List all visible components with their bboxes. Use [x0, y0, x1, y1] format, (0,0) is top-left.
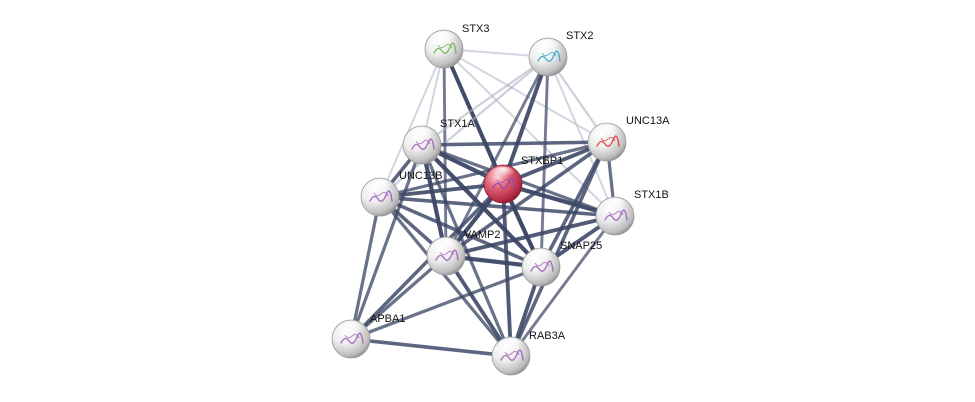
node-apba1[interactable]: APBA1 [331, 313, 405, 359]
protein-structure-icon [411, 138, 435, 150]
edge-stx1a-apba1[interactable] [349, 143, 424, 341]
node-highlight [432, 31, 456, 46]
node-highlight [368, 179, 392, 194]
edge-vamp2-apba1[interactable] [349, 254, 448, 341]
node-highlight [434, 238, 458, 253]
protein-structure-icon-detail [504, 350, 520, 356]
node-label-unc13b: UNC13B [399, 170, 442, 182]
node-highlight [529, 249, 553, 264]
edge-unc13b-stx1b[interactable] [378, 195, 617, 218]
node-stx3[interactable]: STX3 [424, 23, 490, 69]
protein-structure-icon [492, 177, 516, 189]
node-label-vamp2: VAMP2 [464, 229, 500, 241]
edge-apba1-rab3a[interactable] [349, 337, 513, 358]
edge-stxbp1-stx1b[interactable] [500, 181, 618, 219]
node-label-rab3a: RAB3A [529, 330, 566, 342]
protein-structure-icon [340, 332, 364, 344]
node-unc13a[interactable]: UNC13A [587, 115, 670, 162]
edge-snap25-apba1[interactable] [349, 265, 543, 341]
edge-stx3-unc13a[interactable] [443, 48, 608, 143]
node-label-snap25: SNAP25 [560, 240, 602, 252]
edge-stxbp1-apba1[interactable] [349, 182, 505, 341]
protein-structure-icon-detail [496, 178, 512, 184]
node-highlight [595, 124, 619, 139]
edge-unc13a-rab3a[interactable] [509, 140, 609, 358]
node-highlight [603, 198, 627, 213]
edge-unc13b-rab3a[interactable] [378, 195, 513, 358]
node-label-stx3: STX3 [462, 23, 490, 35]
protein-structure-icon-detail [608, 210, 624, 216]
edge-stx1b-rab3a[interactable] [509, 214, 617, 358]
node-highlight [499, 338, 523, 353]
edge-unc13b-apba1[interactable] [349, 195, 382, 341]
node-stxbp1[interactable]: STXBP1 [483, 155, 563, 204]
edge-unc13b-stxbp1[interactable] [378, 182, 505, 199]
protein-structure-icon [530, 260, 554, 272]
node-snap25[interactable]: SNAP25 [521, 240, 602, 287]
node-vamp2[interactable]: VAMP2 [426, 229, 500, 276]
edge-stx1a-unc13a[interactable] [420, 140, 609, 147]
protein-structure-icon [537, 50, 561, 62]
edge-stxbp1-rab3a[interactable] [501, 182, 513, 358]
node-highlight [536, 39, 560, 54]
node-label-apba1: APBA1 [370, 313, 405, 325]
edge-stx2-stx1a[interactable] [420, 55, 550, 147]
protein-structure-icon-detail [437, 43, 453, 49]
node-stx1a[interactable]: STX1A [402, 118, 476, 165]
protein-structure-icon-detail [600, 136, 616, 142]
edge-stx3-unc13b[interactable] [379, 48, 445, 198]
protein-structure-icon [435, 249, 459, 261]
node-highlight [339, 321, 363, 336]
protein-structure-icon-detail [373, 191, 389, 197]
protein-structure-icon-detail [534, 261, 550, 267]
edge-stx1b-vamp2[interactable] [444, 214, 617, 258]
edge-stx2-unc13b[interactable] [378, 55, 550, 199]
edge-vamp2-rab3a[interactable] [444, 254, 513, 358]
edge-unc13b-snap25[interactable] [378, 195, 543, 269]
node-highlight [410, 127, 434, 142]
node-label-stx2: STX2 [566, 30, 594, 42]
node-label-unc13a: UNC13A [626, 115, 670, 127]
node-label-stxbp1: STXBP1 [521, 155, 563, 167]
edge-stx2-stx1b[interactable] [547, 56, 616, 217]
node-label-stx1b: STX1B [634, 189, 669, 201]
protein-structure-icon [433, 42, 457, 54]
node-label-stx1a: STX1A [440, 118, 476, 130]
protein-structure-icon [369, 190, 393, 202]
protein-structure-icon [500, 349, 524, 361]
protein-structure-icon-detail [439, 250, 455, 256]
node-rab3a[interactable]: RAB3A [491, 330, 566, 376]
protein-structure-icon-detail [415, 139, 431, 145]
node-highlight [491, 166, 515, 181]
node-stx2[interactable]: STX2 [528, 30, 594, 77]
node-stx1b[interactable]: STX1B [595, 189, 669, 236]
protein-structure-icon [596, 135, 620, 147]
protein-structure-icon-detail [344, 333, 360, 339]
edge-stx2-stxbp1[interactable] [500, 54, 551, 187]
protein-structure-icon-detail [541, 51, 557, 57]
node-unc13b[interactable]: UNC13B [360, 170, 442, 217]
protein-structure-icon [604, 209, 628, 221]
